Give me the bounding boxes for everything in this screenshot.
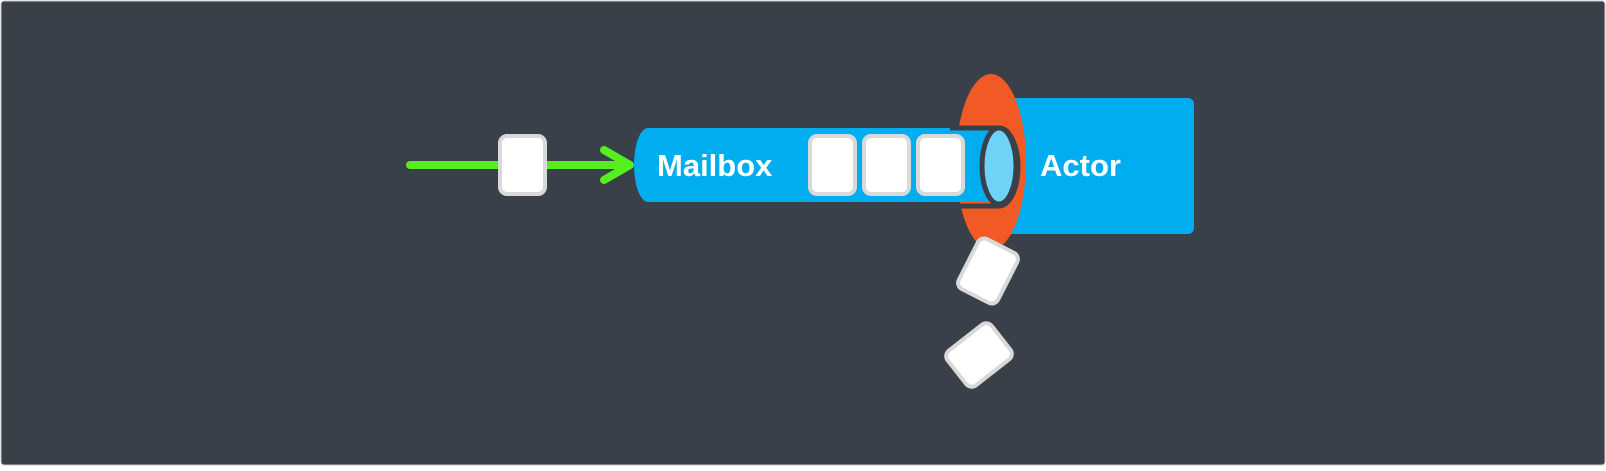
mailbox-tube-opening	[979, 125, 1019, 207]
discarded-message	[944, 321, 1014, 389]
actor-label: Actor	[1040, 148, 1121, 183]
arrow-head	[600, 146, 634, 184]
mailbox-queue	[808, 134, 965, 196]
actor-box	[996, 98, 1194, 234]
incoming-message-envelope	[498, 134, 547, 196]
queued-message	[808, 134, 857, 196]
queued-message	[862, 134, 911, 196]
queued-message	[916, 134, 965, 196]
mailbox-label: Mailbox	[657, 148, 773, 183]
discarded-message	[956, 236, 1020, 306]
discarded-messages	[944, 236, 1020, 389]
